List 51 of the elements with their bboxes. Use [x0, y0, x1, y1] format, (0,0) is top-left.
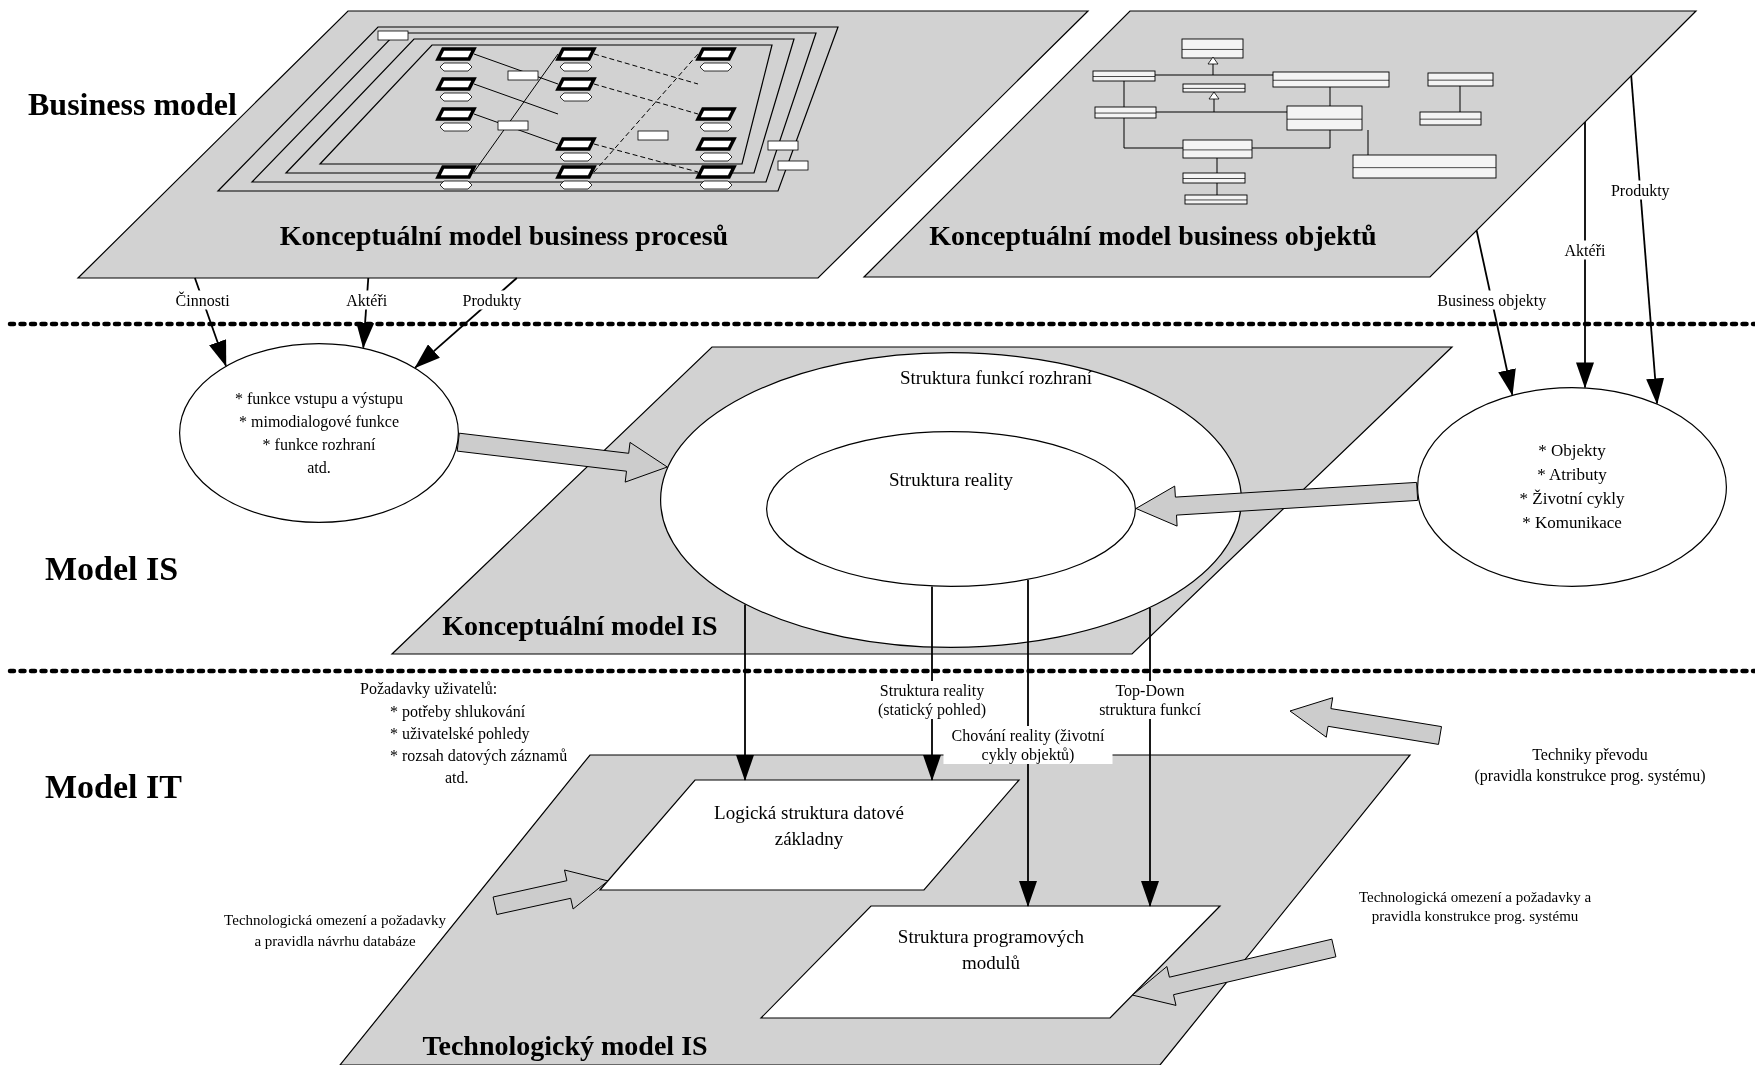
bubble — [1417, 387, 1727, 587]
block-arrow — [492, 869, 609, 915]
edge-label: Chování reality (životní cykly objektů) — [943, 726, 1113, 764]
note-text: * potřeby shlukování — [390, 703, 526, 721]
note-text: Techniky převodu — [1531, 745, 1649, 765]
plane-title: Technologický model IS — [421, 1029, 709, 1063]
bullet-item: * Komunikace — [1521, 512, 1623, 534]
note-text: Technologická omezení a požadavky a pravidla konstrukce prog. systému — [1357, 888, 1593, 926]
node-label: Struktura programových modulů — [896, 925, 1086, 975]
arrow — [1019, 579, 1037, 907]
edge-label: Produkty — [460, 290, 524, 310]
block-arrow — [1289, 697, 1442, 745]
node-label: Logická struktura datové základny — [714, 801, 904, 851]
plane-title: Konceptuální model IS — [441, 609, 719, 643]
bullet-item: atd. — [306, 458, 332, 478]
note-text: Technologická omezení a požadavky a pravidla návrhu databáze — [223, 911, 447, 951]
edge-label: Business objekty — [1435, 290, 1549, 310]
layer-title: Model IS — [45, 550, 179, 588]
edge-label: Aktéři — [1562, 240, 1608, 260]
bullet-item: * mimodialogové funkce — [238, 412, 400, 433]
bullet-item: * Životní cykly — [1518, 488, 1626, 510]
node-label: Struktura funkcí rozhraní — [898, 366, 1094, 390]
note-text: (pravidla konstrukce prog. systému) — [1473, 766, 1707, 786]
plane-title: Konceptuální model business procesů — [278, 219, 730, 253]
plane-title: Konceptuální model business objektů — [928, 219, 1378, 253]
bubble — [766, 431, 1136, 587]
arrow — [1630, 74, 1665, 405]
node-label: Struktura reality — [888, 468, 1014, 492]
edge-label: Aktéři — [344, 290, 390, 310]
inner-plane — [761, 906, 1220, 1018]
arrow — [1475, 229, 1516, 396]
arrow — [736, 603, 754, 781]
bullet-item: * funkce vstupu a výstupu — [234, 389, 404, 410]
bullet-item: * Objekty — [1537, 440, 1607, 462]
layer-title: Business model — [28, 86, 237, 123]
bullet-item: * Atributy — [1536, 464, 1608, 486]
bubble — [179, 343, 459, 523]
note-text: * uživatelské pohledy — [390, 725, 530, 743]
note-text: Požadavky uživatelů: — [360, 680, 498, 698]
bullet-item: * funkce rozhraní — [261, 435, 377, 455]
edge-label: Produkty — [1608, 180, 1672, 200]
block-arrow — [1135, 481, 1419, 527]
edge-label: Činnosti — [173, 290, 232, 310]
block-arrow — [1132, 938, 1337, 1006]
model-plane — [864, 11, 1696, 277]
layer-title: Model IT — [45, 768, 182, 806]
block-arrow — [456, 432, 668, 483]
arrow — [1576, 121, 1594, 389]
note-text: * rozsah datových záznamů — [390, 747, 568, 765]
inner-plane — [600, 780, 1019, 890]
note-text: atd. — [445, 769, 469, 787]
